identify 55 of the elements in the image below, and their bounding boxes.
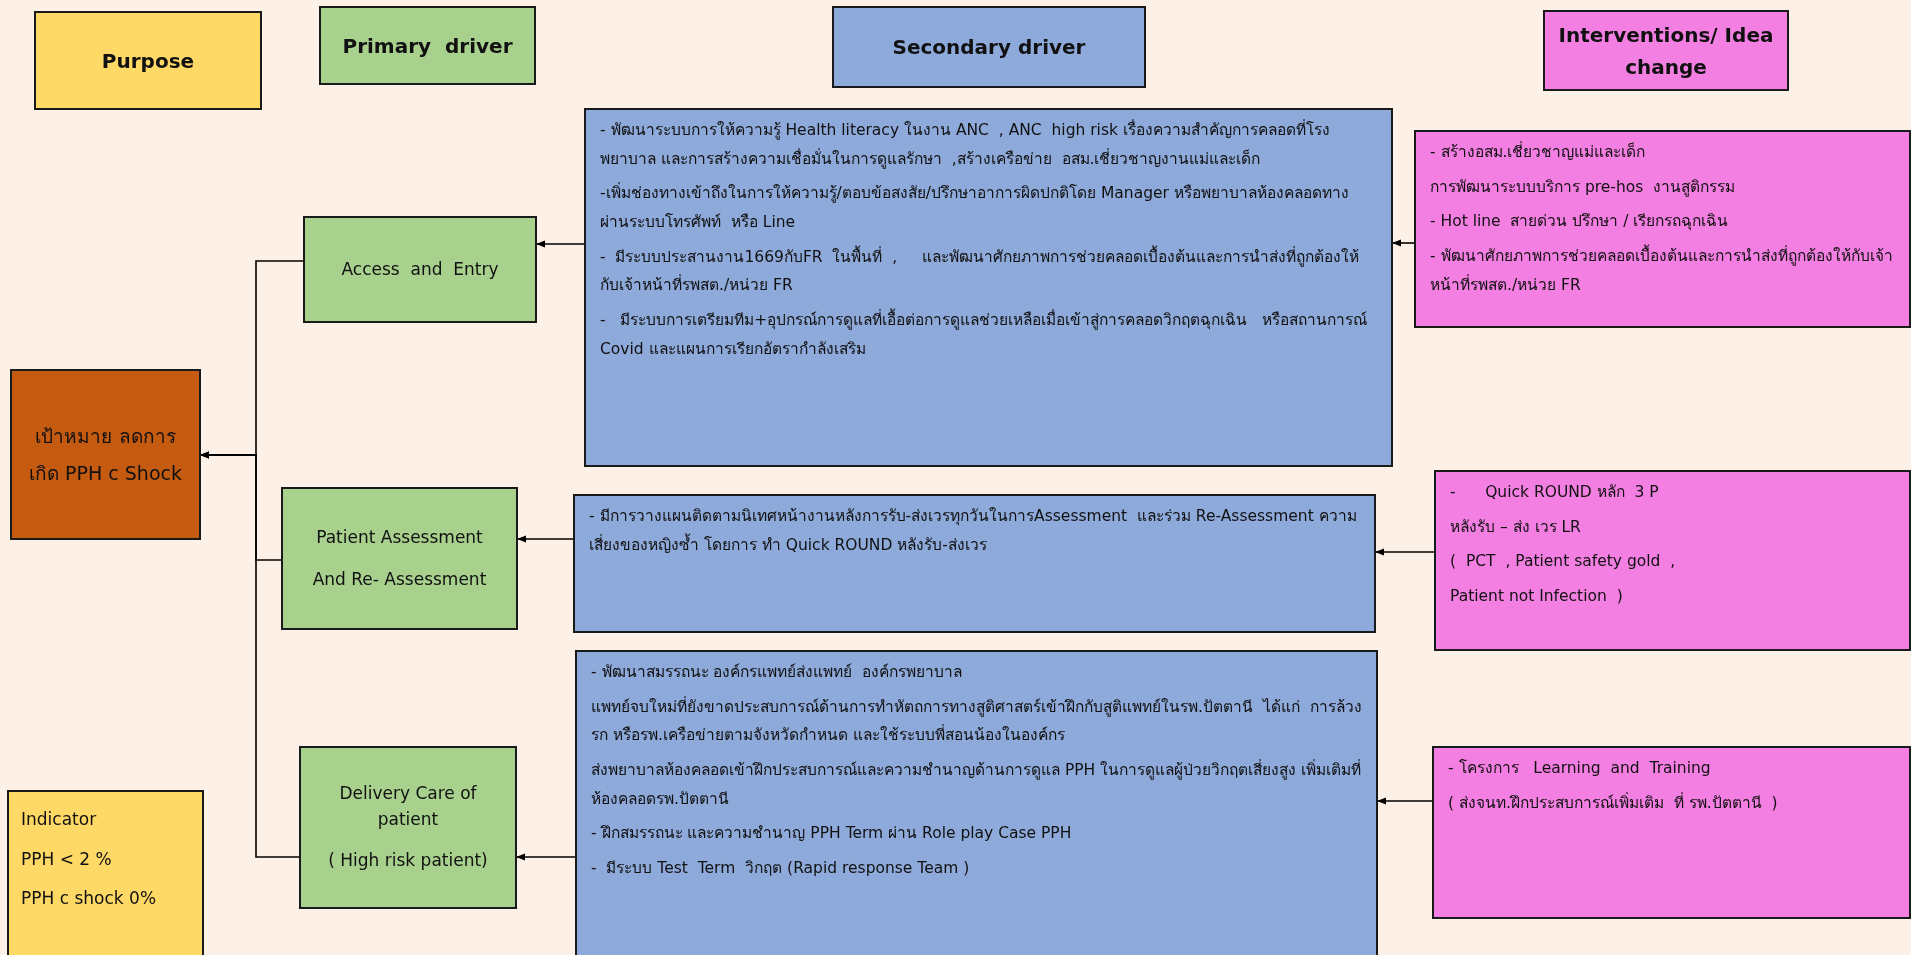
idea-text: หลังรับ – ส่ง เวร LR [1450,516,1582,538]
header-box [319,6,536,85]
header-box [34,11,262,110]
idea-text: - พัฒนาระบบการให้ความรู้ Health literacy ในงาน ANC , ANC high risk เรื่องความสำคัญการคลอดที่โรงพยาบาล และการสร้างความเชื่อมั่นในการดูแลรักษา ,สร้างเครือข่าย อสม.เชี่ยวชาญงานแม่และเด็ก [600,118,1331,171]
idea-text: ( PCT , Patient safety gold , [1450,551,1677,573]
goal-box [10,369,201,540]
idea-text: Patient not Infection ) [1450,586,1624,607]
arrow [1375,548,1435,556]
header-label: Purpose [101,47,195,75]
driver-box [303,216,537,323]
header-label: Secondary driver [892,34,1086,61]
idea-text: - มีระบบ Test Term วิกฤต (Rapid response Team ) [591,858,971,880]
idea-box [1434,470,1911,651]
idea-box [1432,746,1911,919]
idea-text: - พัฒนาสมรรถนะ องค์กรแพทย์ส่งแพทย์ องค์กรพยาบาล [591,662,964,683]
arrow [1377,797,1433,805]
arrow [200,451,300,858]
idea-box [584,108,1393,467]
driver-label: And Re- Assessment [312,567,487,591]
indicator-text: Indicator [21,808,98,831]
idea-box [573,494,1376,633]
idea-text: - ฝึกสมรรถนะ และความชำนาญ PPH Term ผ่าน Role play Case PPH [591,823,1073,845]
header-label: Primary driver [342,32,513,60]
indicator-text: PPH c shock 0% [21,887,158,911]
idea-box [575,650,1378,955]
driver-box [299,746,517,909]
idea-text: -เพิ่มช่องทางเข้าถึงในการให้ความรู้/ตอบข้อสงสัย/ปรึกษาอาการผิดปกติโดย Manager หรือพยาบาลห้องคลอดทางผ่านระบบโทรศัพท์ หรือ Line [600,181,1350,233]
driver-label: Delivery Care of patient [338,782,478,831]
idea-text: - Hot line สายด่วน ปรึกษา / เรียกรถฉุกเฉิน [1430,211,1730,233]
header-box [832,6,1146,88]
arrow [516,853,576,861]
driver-box [281,487,518,630]
driver-label: Patient Assessment [316,526,483,549]
idea-text: - Quick ROUND หลัก 3 P [1450,482,1660,503]
driver-label: Access and Entry [341,257,499,281]
idea-text: - พัฒนาศักยภาพการช่วยคลอดเบื้องต้นและการนำส่งที่ถูกต้องให้กับเจ้าหน้าที่รพสต./หน่วย FR [1430,242,1895,300]
idea-box [1414,130,1911,328]
idea-text: - มีระบบการเตรียมทีม+อุปกรณ์การดูแลที่เอื้อต่อการดูแลช่วยเหลือเมื่อเข้าสู่การคลอดวิกฤตฉุกเฉิน หรือสถานการณ์ Covid และแผนการเรียกอัตรากำลังเสริม [600,306,1377,364]
indicator-box [7,790,204,955]
idea-text: แพทย์จบใหม่ที่ยังขาดประสบการณ์ด้านการทำหัตถการทางสูติศาสตร์เข้าฝึกกับสูติแพทย์ในรพ.ปัตตานี ได้แก่ การล้วงรก หรือรพ.เครือข่ายตามจังหวัดกำหนด และใช้ระบบพี่สอนน้องในองค์กร [591,695,1362,747]
arrow [536,240,585,248]
arrow [517,535,574,543]
indicator-text: PPH < 2 % [21,847,113,871]
idea-text: การพัฒนาระบบบริการ pre-hos งานสูติกรรม [1430,176,1737,199]
idea-text: - สร้างอสม.เชี่ยวชาญแม่และเด็ก [1430,140,1647,163]
idea-text: ส่งพยาบาลห้องคลอดเข้าฝึกประสบการณ์และความชำนาญด้านการดูแล PPH ในการดูแลผู้ป่วยวิกฤตเสี่ยงสูง เพิ่มเติมที่ห้องคลอดรพ.ปัตตานี [591,758,1362,810]
header-label: Interventions/ Idea change [1557,21,1775,81]
goal-text: เป้าหมาย ลดการเกิด PPH c Shock [28,424,183,486]
driver-label: ( High risk patient) [328,849,488,873]
idea-text: - โครงการ Learning and Training [1448,758,1712,779]
arrow [1392,239,1415,247]
idea-text: - มีระบบประสานงาน1669กับFR ในพื้นที่ , และพัฒนาศักยภาพการช่วยคลอดเบื้องต้นและการนำส่งที่ถูกต้องให้กับเจ้าหน้าที่รพสต./หน่วย FR [600,244,1360,297]
idea-text: - มีการวางแผนติดตามนิเทศหน้างานหลังการรับ-ส่งเวรทุกวันในการAssessment และร่วม Re-Assessment ความเสี่ยงของหญิงซ้ำ โดยการ ทำ Quick ROUND หลังรับ-ส่งเวร [589,506,1358,556]
header-box [1543,10,1789,91]
idea-text: ( ส่งจนท.ฝึกประสบการณ์เพิ่มเติม ที่ รพ.ปัตตานี ) [1448,791,1779,814]
